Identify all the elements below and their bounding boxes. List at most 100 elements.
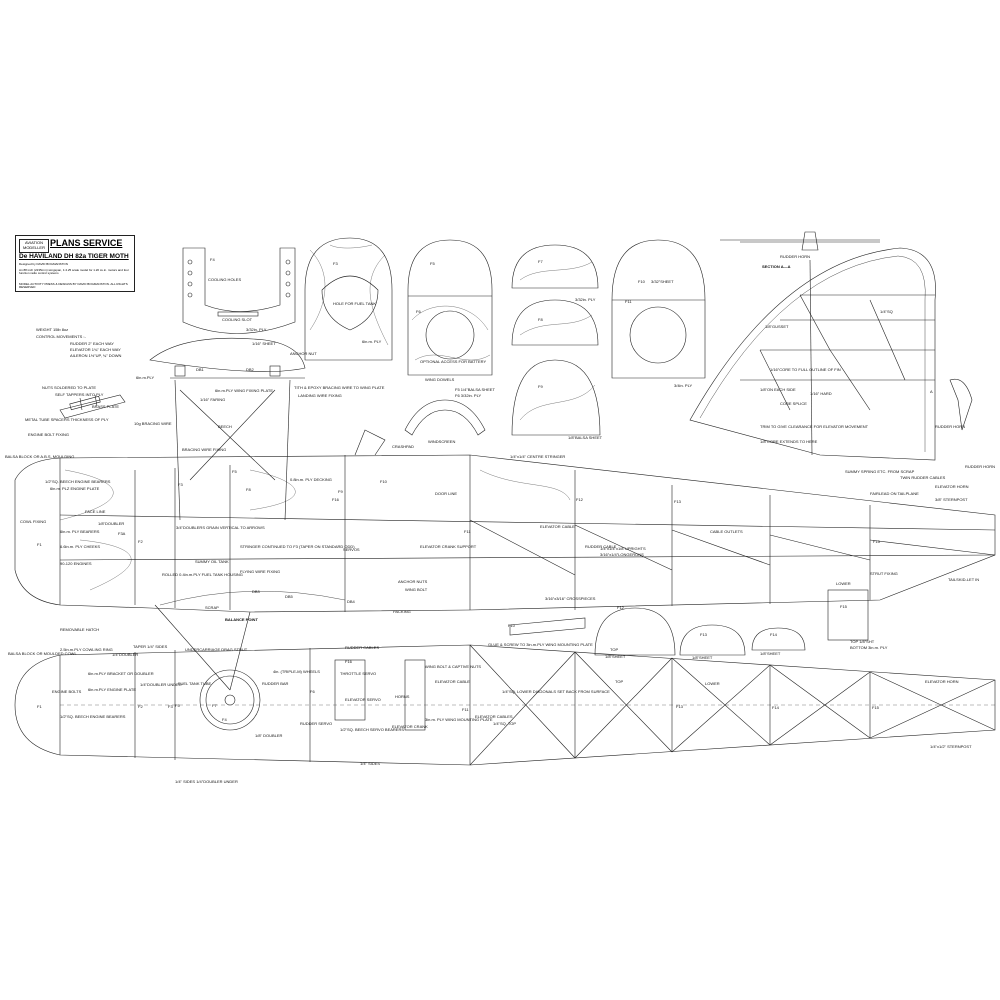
rudder-throw: RUDDER 2" EACH WAY [70, 341, 114, 346]
doubler-label: 1/8"DOUBLER [98, 521, 125, 526]
wheels-label: 4in. (TRIPLE-M) WHEELS [273, 669, 320, 674]
captive-nuts-label: WING BOLT & CAPTIVE NUTS [425, 664, 482, 669]
lv-elevator-horn-label: ELEVATOR HORN [925, 679, 959, 684]
f14-sheet-label: 1/8"SHEET [760, 651, 781, 656]
title-block: AVIATION MODELLER PLANS SERVICE De HAVIL… [15, 235, 135, 292]
f8-label: F8 [538, 317, 543, 322]
former-f3 [304, 237, 393, 361]
doublers-label: 3/4"DOUBLERS GRAIN VERTICAL TO ARROWS [176, 525, 265, 530]
cable-outlets-label: CABLE OUTLETS [710, 529, 743, 534]
metal-tube-label: METAL TUBE SPACERS THICKNESS OF PLY [25, 417, 109, 422]
f6-label: F6 [416, 309, 421, 314]
section-aa-fin [689, 231, 973, 461]
lv-f4: F4 [222, 717, 227, 722]
engine-bolts-label: ENGINE BOLTS [52, 689, 82, 694]
windscreen-label: WINDSCREEN [428, 439, 456, 444]
bottom-ply-label: BOTTOM 3in.m. PLY [850, 645, 888, 650]
former-f7-f8-f9 [511, 244, 601, 436]
summy-spring-label: SUMMY SPRING ETC. FROM SCRAP [845, 469, 915, 474]
f3-label: F3 [333, 261, 338, 266]
lv-f6: F6 [310, 689, 315, 694]
lv-f15: F15 [872, 705, 879, 710]
nuts-soldered-label: NUTS SOLDERED TO PLATE [42, 385, 97, 390]
f4-ply-label: 3/32in. PLY [246, 327, 267, 332]
top-detail-label: TOP [610, 647, 619, 652]
rudder-bar-label: RUDDER BAR [262, 681, 289, 686]
longerons-label: 3/16"x1/4"LONGERONS [600, 552, 644, 557]
rudder-horn-right-label: RUDDER HORN [935, 424, 965, 429]
plans-service-heading: PLANS SERVICE [50, 238, 123, 248]
model-name: De HAVILAND DH 82a TIGER MOTH [19, 253, 129, 260]
upper-fuselage [14, 429, 996, 613]
lv-f13: F13 [676, 704, 683, 709]
f15-label: F15 [840, 604, 847, 609]
uv-f16: F16 [332, 497, 339, 502]
elevator-horn-label: ELEVATOR HORN [935, 484, 969, 489]
trim-label: TRIM TO GIVE CLEARANCE FOR ELEVATOR MOVE… [760, 424, 869, 429]
undercarriage-strut-label: UNDERCARRIAGE DRAG STRUT [185, 647, 248, 652]
servo-bearers-label: 1/2"SQ. BEECH SERVO BEARERS [340, 727, 405, 732]
lower-fuselage [14, 644, 996, 766]
throttle-servo-label: THROTTLE SERVO [340, 671, 377, 676]
f10-sheet-label: 3/32"SHEET [651, 279, 674, 284]
lv-engine-plate-label: 6in.m.PLY ENGINE PLATE [88, 687, 137, 692]
uv-f15: F15 [873, 539, 880, 544]
lv-f3: F3 [168, 704, 173, 709]
lv-doubler-label: 1/4"DOUBLER [112, 652, 139, 657]
a-mark: A [930, 389, 933, 394]
lv-f16: F16 [345, 659, 352, 664]
uv-f3: F3 [178, 482, 183, 487]
core-pin-label: 1/16"CORE TO FULL OUTLINE OF FIN [770, 367, 841, 372]
door-line-label: DOOR LINE [435, 491, 458, 496]
f6-ply-label: F6 3/32in. PLY [455, 393, 482, 398]
uv-f1: F1 [37, 542, 42, 547]
fuel-tank-housing-label: ROLLED 0.4in.m.PLY FUEL TANK HOUSING [162, 572, 243, 577]
rudder-horn-top-label: RUDDER HORN [780, 254, 810, 259]
f13-sheet-label: 1/8"SHEET [692, 655, 713, 660]
top-sheet-label: TOP 1/8"SHT [850, 639, 875, 644]
uv-f11: F11 [464, 529, 471, 534]
elevator-cable-label: ELEVATOR CABLE [540, 524, 575, 529]
crosspieces-label: 3/16"x3/16" CROSSPIECES [545, 596, 596, 601]
rights-note: MODEL ACTIVITY PRESS & DESIGNS BY DAVID … [19, 282, 128, 289]
gusset-label: 1/8"GUSSET [765, 324, 789, 329]
detail-formers [509, 589, 869, 656]
uv-f8: F8 [246, 487, 251, 492]
lv-sides-label: 1/4" SIDES [360, 761, 381, 766]
db1-label: DB1 [196, 367, 204, 372]
packing-label: PACKING [393, 609, 411, 614]
bracing-epoxy-label: TITH & EPOXY BRACING WIRE TO WING PLATE [294, 385, 385, 390]
f9-sheet-label: 1/8"BALSA SHEET [568, 435, 603, 440]
lv-sternpost-label: 1/4"x1/2" STERNPOST [930, 744, 972, 749]
faring-label: 1/16" FARING [200, 397, 226, 402]
landing-wire-label: LANDING WIRE FIXING [298, 393, 342, 398]
scrap-label: SCRAP [205, 605, 219, 610]
taper-label: TAPER 1/4" SIDES [133, 644, 168, 649]
windscreen [404, 399, 486, 436]
fuel-tube-label: FUEL TANK TUBE [178, 681, 212, 686]
engine-bolt-fixing-label: ENGINE BOLT FIXING [28, 432, 69, 437]
sq-top-label: 1/4"SQ. TOP [493, 721, 517, 726]
model-spec: An 88 inch (2235mm) wingspan, 1:4.25 sca… [19, 268, 129, 275]
anchor-nut-label: ANCHOR NUT [290, 351, 317, 356]
f12-label: F12 [617, 605, 624, 610]
f3-ply-label: 6in.m. PLY [362, 339, 382, 344]
rudder-horn-upper-label: RUDDER HORN [965, 464, 995, 469]
bracing-fix-label: BRACING WIRE FIXING [182, 447, 227, 452]
lv-lower: LOWER [705, 681, 720, 686]
uv-f12: F12 [576, 497, 583, 502]
former-f4 [182, 247, 296, 334]
crashpad-label: CRASHPAD [392, 444, 414, 449]
bracing-wire-label: 10g BRACING WIRE [134, 421, 172, 426]
uv-f5: F5 [232, 469, 237, 474]
uv-f3a: F3A [118, 531, 126, 536]
ply-bracket-label: 6in.m.PLY BRACKET OR DOUBLER [88, 671, 154, 676]
core-splice-label: CORE SPLICE [780, 401, 807, 406]
f11-ply-label: 3/4in. PLY [674, 383, 693, 388]
centre-stringer-label: 1/4"x1/4" CENTRE STRINGER [510, 454, 566, 459]
sternpost-upper-label: 3/8" STERNPOST [935, 497, 968, 502]
f10-detail-label: F10 [508, 623, 515, 628]
elevator-throw: ELEVATOR 1¾" EACH WAY [70, 347, 121, 352]
hard-label: 1/16" HARD [810, 391, 832, 396]
